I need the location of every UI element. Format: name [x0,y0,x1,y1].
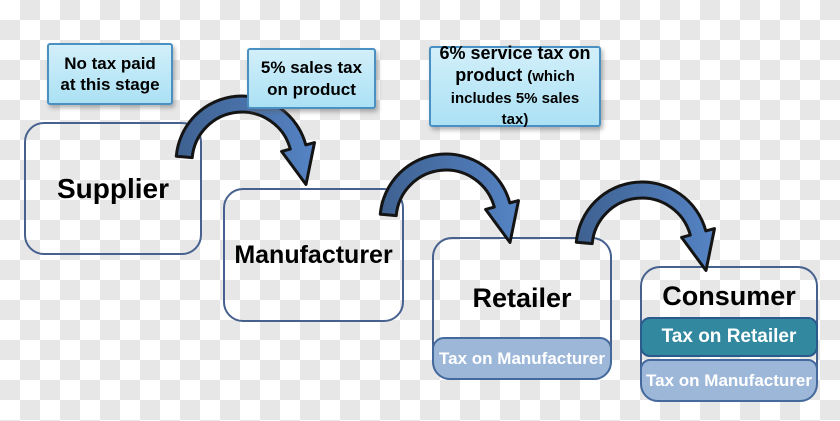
supplier-box: Supplier [24,122,202,255]
arrow-manufacturer-to-retailer-icon [378,152,520,244]
manufacturer-title: Manufacturer [234,240,393,269]
callout-service-tax-main: 6% service tax on product [439,43,591,85]
consumer-box: Consumer Tax on Retailer Tax on Manufact… [640,266,818,402]
arrow-supplier-to-manufacturer-icon [174,94,316,186]
manufacturer-box: Manufacturer [223,188,404,322]
supplier-title: Supplier [56,172,169,204]
consumer-tax-on-retailer: Tax on Retailer [640,317,818,357]
callout-service-tax-text: 6% service tax on product (which include… [437,43,593,129]
retailer-tax-on-manufacturer: Tax on Manufacturer [432,337,612,380]
callout-sales-tax: 5% sales tax on product [247,48,376,109]
arrow-retailer-to-consumer-icon [574,180,716,272]
consumer-tax-on-manufacturer: Tax on Manufacturer [640,359,818,402]
callout-service-tax-note: (which includes 5% sales tax) [450,67,580,129]
retailer-box: Retailer Tax on Manufacturer [432,237,612,380]
consumer-title: Consumer [662,280,796,311]
callout-no-tax-text: No tax paid at this stage [60,53,160,94]
retailer-title: Retailer [472,282,572,313]
callout-service-tax: 6% service tax on product (which include… [429,43,601,129]
callout-sales-tax-text: 5% sales tax on product [260,58,363,99]
callout-no-tax: No tax paid at this stage [47,43,173,105]
